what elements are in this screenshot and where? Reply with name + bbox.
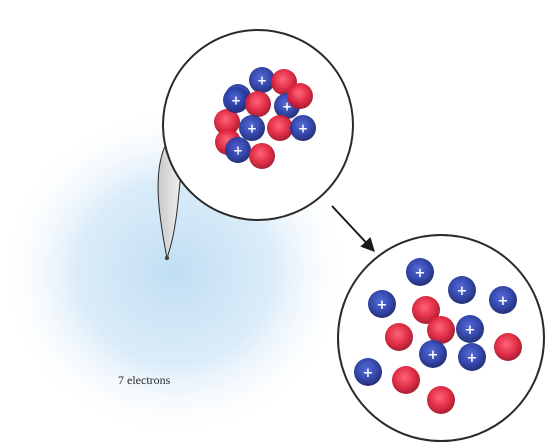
proton-particle: + <box>249 67 275 93</box>
proton-particle: + <box>458 343 486 371</box>
proton-plus-sign: + <box>415 266 426 281</box>
proton-plus-sign: + <box>498 294 509 309</box>
neutron-particle <box>412 296 440 324</box>
neutron-particle <box>392 366 420 394</box>
separated-particles: + + + + + + + + <box>354 258 522 414</box>
proton-plus-sign: + <box>257 74 267 88</box>
proton-plus-sign: + <box>465 323 476 338</box>
proton-particle: + <box>290 115 316 141</box>
proton-plus-sign: + <box>231 94 241 108</box>
proton-particle: + <box>368 290 396 318</box>
proton-plus-sign: + <box>457 284 468 299</box>
neutron-particle <box>385 323 413 351</box>
proton-particle: + <box>225 137 251 163</box>
proton-plus-sign: + <box>233 144 243 158</box>
neutron-particle <box>427 316 455 344</box>
proton-particle: + <box>406 258 434 286</box>
proton-plus-sign: + <box>282 100 292 114</box>
proton-particle: + <box>419 340 447 368</box>
neutron-particle <box>214 109 240 135</box>
proton-particle: + <box>489 286 517 314</box>
proton-particle: + <box>354 358 382 386</box>
electron-count-label: 7 electrons <box>118 373 171 387</box>
proton-plus-sign: + <box>377 298 388 313</box>
nucleus-dot <box>164 255 170 261</box>
proton-plus-sign: + <box>467 351 478 366</box>
proton-particle: + <box>239 115 265 141</box>
neutron-particle <box>427 386 455 414</box>
proton-plus-sign: + <box>363 366 374 381</box>
neutron-particle <box>245 91 271 117</box>
neutron-particle <box>267 115 293 141</box>
neutron-particle <box>494 333 522 361</box>
neutron-particle <box>287 83 313 109</box>
proton-particle: + <box>223 87 249 113</box>
neutron-particle <box>249 143 275 169</box>
proton-plus-sign: + <box>247 122 257 136</box>
proton-plus-sign: + <box>428 348 439 363</box>
expand-arrow <box>331 205 375 253</box>
proton-plus-sign: + <box>298 122 308 136</box>
nucleus-cluster: +++++++ <box>214 67 316 169</box>
proton-particle: + <box>448 276 476 304</box>
proton-particle: + <box>456 315 484 343</box>
